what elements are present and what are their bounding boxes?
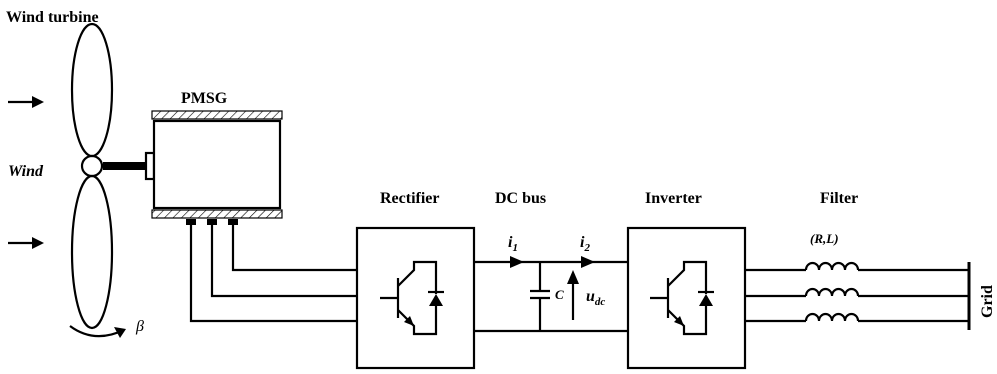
- grid-label: Grid: [979, 285, 996, 318]
- rectifier-igbt-icon: [380, 260, 444, 336]
- output-line-middle: [745, 287, 968, 298]
- i2-label: i2: [580, 234, 590, 254]
- dc-bus-label: DC bus: [495, 190, 546, 207]
- wind-turbine-label: Wind turbine: [6, 9, 99, 26]
- inverter-label: Inverter: [645, 190, 702, 207]
- udc-arrow-icon: [567, 270, 579, 320]
- i2-arrow-icon: [581, 256, 595, 268]
- filter-params-label: (R,L): [810, 231, 839, 246]
- pitch-rotation-arrow-icon: [69, 325, 126, 338]
- wind-arrow-top-icon: [8, 96, 44, 108]
- capacitor-label: C: [555, 287, 564, 302]
- pmsg-label: PMSG: [181, 90, 228, 107]
- wind-arrow-bottom-icon: [8, 237, 44, 249]
- output-line-bottom: [745, 312, 968, 323]
- output-line-top: [745, 261, 968, 272]
- capacitor-icon: [530, 262, 550, 331]
- turbine-shaft: [103, 162, 149, 170]
- rectifier-label: Rectifier: [380, 190, 440, 207]
- pmsg-machine: [151, 110, 283, 225]
- shaft-coupling: [144, 151, 156, 181]
- rectifier-box: [355, 226, 476, 370]
- pmsg-output-wires: [189, 225, 357, 323]
- filter-label: Filter: [820, 190, 858, 207]
- inverter-box: [626, 226, 747, 370]
- turbine-blades-icon: [70, 22, 114, 330]
- udc-label: udc: [586, 288, 605, 308]
- dc-bus-wires: [474, 260, 628, 333]
- i1-arrow-icon: [510, 256, 524, 268]
- inverter-igbt-icon: [650, 260, 714, 336]
- i1-label: i1: [508, 234, 518, 254]
- beta-label: β: [135, 318, 144, 335]
- wind-label: Wind: [8, 163, 44, 180]
